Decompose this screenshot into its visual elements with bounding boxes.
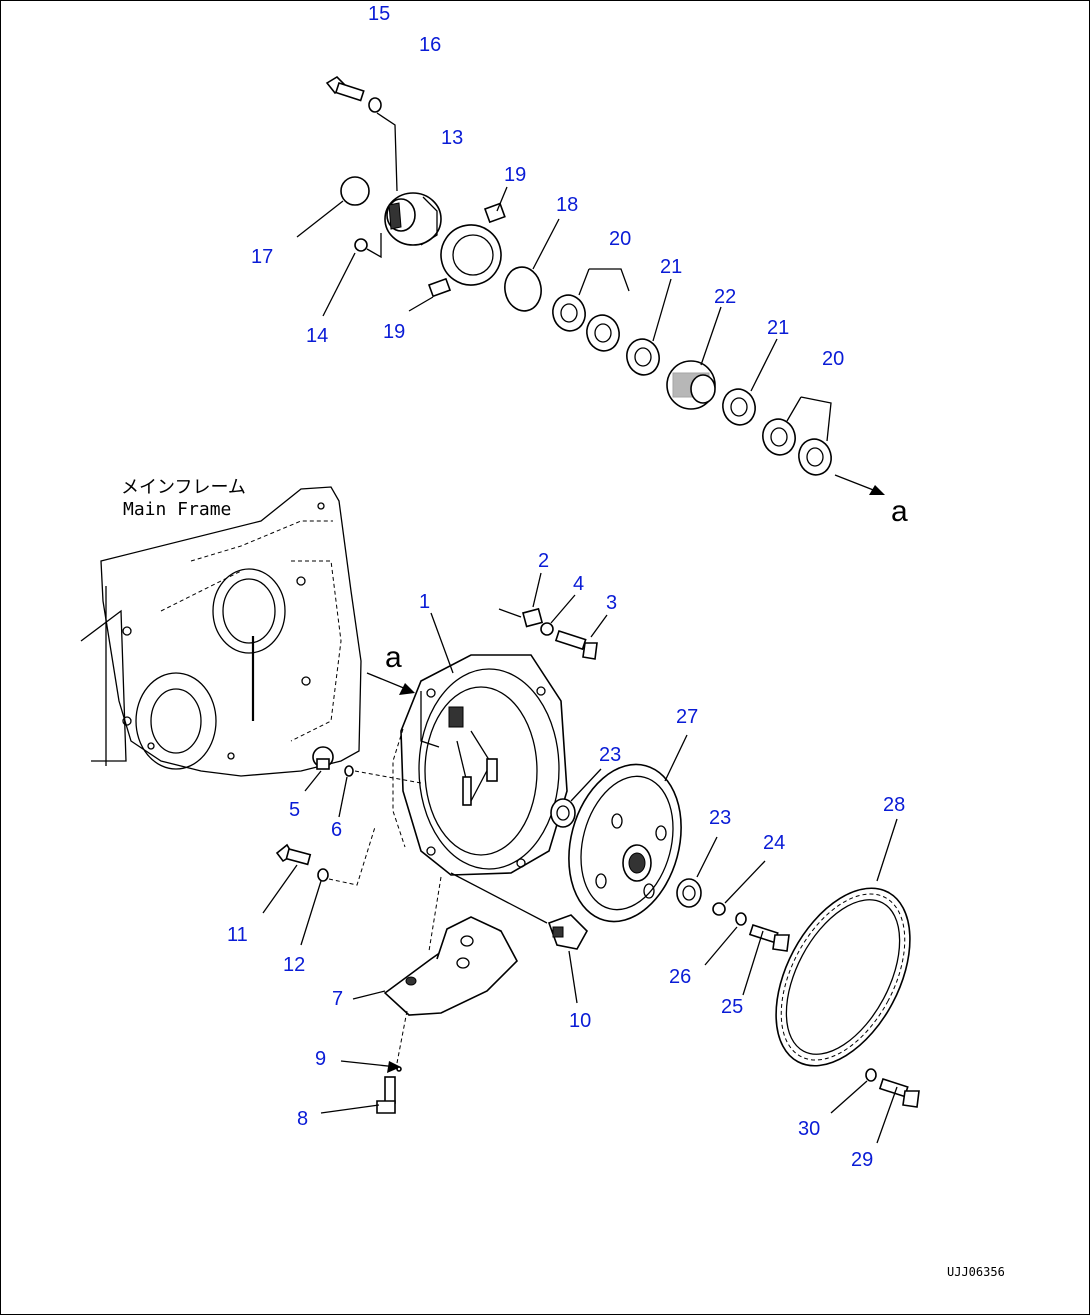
part-22-gear — [666, 360, 716, 410]
callout-6: 6 — [331, 819, 342, 841]
main-frame-label-jp: メインフレーム — [121, 477, 246, 498]
part-2-block — [522, 607, 544, 628]
callout-22: 22 — [714, 286, 736, 308]
callout-19-upper: 19 — [504, 164, 526, 186]
part-17-oring — [340, 176, 370, 206]
part-21-spacer-lower — [722, 388, 756, 426]
callout-18: 18 — [556, 194, 578, 216]
part-8-bolt — [376, 1076, 396, 1114]
part-18-oring — [504, 266, 542, 312]
part-23-bearing-lower — [676, 878, 702, 908]
callout-19-lower: 19 — [383, 321, 405, 343]
callout-27: 27 — [676, 706, 698, 728]
part-14-plug — [354, 238, 368, 252]
callout-20-upper: 20 — [609, 228, 631, 250]
part-3-bolt — [554, 629, 598, 660]
main-frame-label-en: Main Frame — [123, 499, 231, 520]
part-13-housing — [384, 192, 442, 246]
callout-2: 2 — [538, 550, 549, 572]
callout-4: 4 — [573, 573, 584, 595]
part-30-washer — [865, 1068, 877, 1082]
part-7-bracket — [383, 916, 518, 1016]
figure-code: UJJ06356 — [947, 1265, 1005, 1279]
callout-12: 12 — [283, 954, 305, 976]
callout-25: 25 — [721, 996, 743, 1018]
part-25-bolt — [748, 923, 790, 952]
part-24-washer — [712, 902, 726, 916]
callout-10: 10 — [569, 1010, 591, 1032]
part-4-washer — [540, 622, 554, 636]
part-29-bolt — [878, 1077, 920, 1108]
part-10-cover — [547, 914, 588, 950]
callout-8: 8 — [297, 1108, 308, 1130]
part-11-bolt — [275, 843, 312, 866]
callout-26: 26 — [669, 966, 691, 988]
callout-29: 29 — [851, 1149, 873, 1171]
main-frame-outline — [80, 486, 362, 777]
part-9-washer — [396, 1066, 402, 1072]
callout-7: 7 — [332, 988, 343, 1010]
callout-20-lower: 20 — [822, 348, 844, 370]
reference-letter-left: a — [385, 641, 402, 674]
callout-13: 13 — [441, 127, 463, 149]
callout-11: 11 — [227, 924, 248, 946]
part-21-spacer-upper — [626, 338, 660, 376]
part-19-cover — [427, 202, 506, 298]
part-26-washer — [735, 912, 747, 926]
part-16-washer — [368, 97, 382, 113]
part-23-bearing-upper — [550, 798, 576, 828]
part-20-bearing-lower — [762, 418, 832, 476]
part-6-oring — [344, 765, 354, 777]
part-20-bearing-upper — [552, 294, 620, 352]
callout-16: 16 — [419, 34, 441, 56]
callout-3: 3 — [606, 592, 617, 614]
callout-21-upper: 21 — [660, 256, 682, 278]
part-27-damper-plate — [568, 763, 682, 923]
callout-17: 17 — [251, 246, 273, 268]
callout-9: 9 — [315, 1048, 326, 1070]
callout-28: 28 — [883, 794, 905, 816]
callout-1: 1 — [419, 591, 430, 613]
callout-23-upper: 23 — [599, 744, 621, 766]
callout-21-lower: 21 — [767, 317, 789, 339]
part-15-bolt — [325, 75, 365, 102]
callout-30: 30 — [798, 1118, 820, 1140]
part-1-flywheel-housing — [392, 654, 568, 876]
callout-15: 15 — [368, 3, 390, 25]
part-12-washer — [317, 868, 329, 882]
part-28-ring-gear — [775, 887, 911, 1067]
callout-14: 14 — [306, 325, 328, 347]
callout-5: 5 — [289, 799, 300, 821]
reference-letter-right: a — [891, 495, 908, 528]
part-5-plug — [312, 746, 334, 770]
callout-23-lower: 23 — [709, 807, 731, 829]
callout-24: 24 — [763, 832, 785, 854]
